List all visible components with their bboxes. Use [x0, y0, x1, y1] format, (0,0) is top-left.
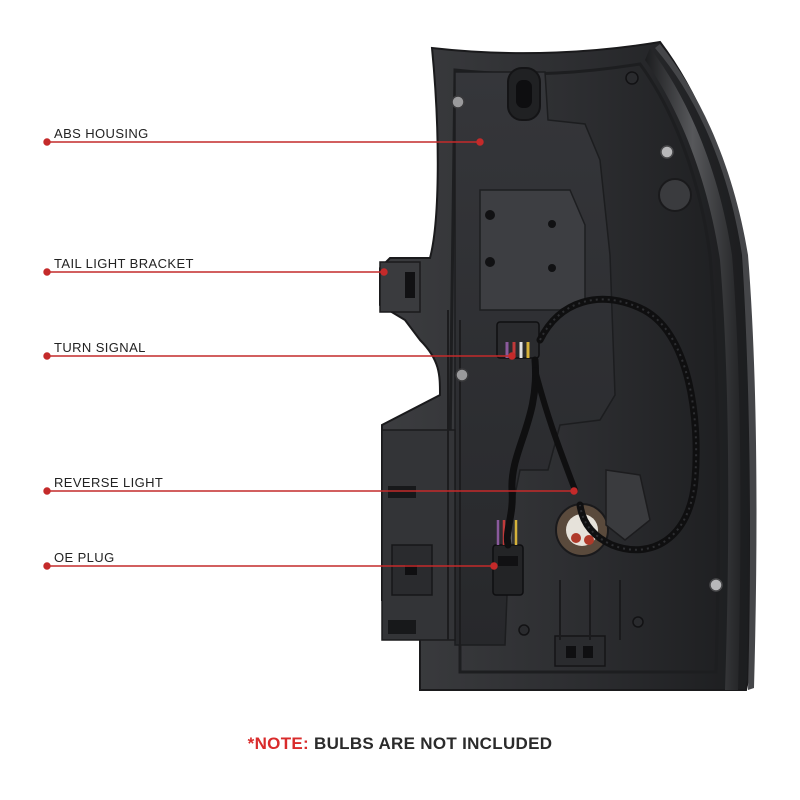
note-text: BULBS ARE NOT INCLUDED	[314, 734, 553, 753]
lens-rim	[645, 48, 741, 690]
callout-lines	[43, 138, 578, 570]
callout-label-reverse-light: REVERSE LIGHT	[54, 475, 164, 490]
callout-label-oe-plug: OE PLUG	[54, 550, 115, 565]
callout-label-tail-light-bracket: TAIL LIGHT BRACKET	[54, 256, 194, 271]
wiring-harness	[503, 356, 540, 549]
callout-label-abs-housing: ABS HOUSING	[54, 126, 149, 141]
callout-label-turn-signal: TURN SIGNAL	[54, 340, 146, 355]
mounting-screws	[451, 71, 723, 636]
note-prefix: *NOTE:	[247, 734, 309, 753]
bulbs-note: *NOTE: BULBS ARE NOT INCLUDED	[0, 734, 800, 754]
